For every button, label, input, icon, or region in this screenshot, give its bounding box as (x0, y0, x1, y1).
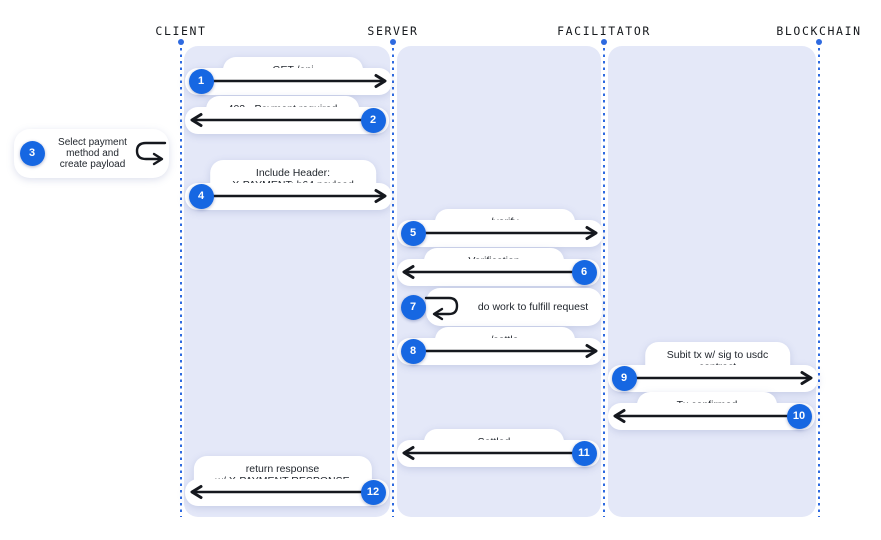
message-label: create payload (59, 158, 126, 170)
actor-label-facilitator: FACILITATOR (557, 24, 651, 38)
lifeline-top-dot-client (178, 39, 184, 45)
step-number-badge: 9 (611, 365, 637, 391)
step-number-badge: 12 (360, 479, 386, 505)
message-label: do work to fulfill request (477, 301, 589, 313)
actor-label-server: SERVER (367, 24, 419, 38)
note-loop-arrow (135, 141, 167, 161)
message-label: Select payment (58, 136, 127, 148)
background-panel-3 (608, 46, 816, 517)
lifeline-top-dot-facilitator (601, 39, 607, 45)
message-label: method and (66, 147, 119, 159)
step-number-badge: 2 (360, 107, 386, 133)
lifeline-top-dot-server (390, 39, 396, 45)
background-panel-1 (184, 46, 390, 517)
step-number-badge: 7 (400, 294, 426, 320)
step-number-badge: 3 (19, 140, 45, 166)
step-number-badge: 10 (786, 403, 812, 429)
step-number-badge: 1 (188, 68, 214, 94)
step-number-badge: 4 (188, 183, 214, 209)
step-number-badge: 8 (400, 338, 426, 364)
self-message-label-block: do work to fulfill request (463, 301, 603, 313)
lifeline-client (180, 48, 182, 517)
lifeline-top-dot-blockchain (816, 39, 822, 45)
step-number-badge: 6 (571, 259, 597, 285)
actor-label-client: CLIENT (155, 24, 207, 38)
actor-label-blockchain: BLOCKCHAIN (776, 24, 862, 38)
background-panel-2 (397, 46, 601, 517)
step-number-badge: 11 (571, 440, 597, 466)
note-loop-arrowhead (152, 152, 164, 166)
lifeline-facilitator (603, 48, 605, 517)
lifeline-server (392, 48, 394, 517)
lifeline-blockchain (818, 48, 820, 517)
step-number-badge: 5 (400, 220, 426, 246)
